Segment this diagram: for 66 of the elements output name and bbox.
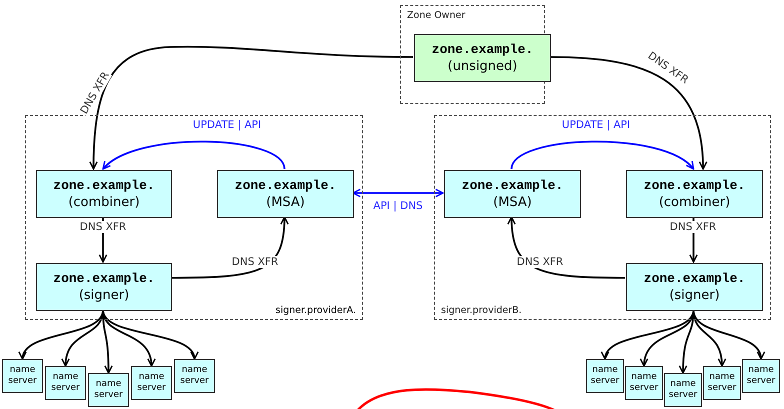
- server-label: name server: [706, 372, 738, 394]
- edge-label: DNS XFR: [516, 256, 564, 268]
- group-label: signer.providerA.: [276, 305, 356, 316]
- arrow: [550, 56, 708, 170]
- name-server-box: [2, 359, 43, 393]
- server-label: name server: [590, 365, 620, 387]
- arrow: [602, 310, 694, 360]
- zone-name: zone.example.: [644, 270, 746, 286]
- server-label: name server: [93, 379, 124, 401]
- name-server-box: [586, 359, 624, 393]
- zone-role: (combiner): [658, 194, 730, 210]
- server-label: name server: [668, 379, 698, 401]
- zone-role: (combiner): [68, 194, 140, 210]
- server-label: name server: [7, 365, 38, 387]
- zone-box: [626, 170, 763, 218]
- zone-role: (MSA): [266, 194, 305, 210]
- zone-box: [217, 170, 354, 218]
- zone-box: [414, 34, 551, 82]
- zone-role: (unsigned): [448, 58, 518, 74]
- zone-box: [36, 170, 172, 218]
- zone-box: [444, 170, 581, 218]
- group-label: signer.providerB.: [441, 305, 522, 316]
- edge-label: UPDATE | API: [560, 119, 632, 131]
- arrow: [692, 310, 764, 360]
- zone-box: [626, 263, 763, 311]
- zone-name: zone.example.: [53, 178, 155, 194]
- zone-name: zone.example.: [644, 178, 746, 194]
- name-server-box: [664, 373, 702, 407]
- arrow: [102, 310, 155, 367]
- zone-role: (MSA): [493, 194, 532, 210]
- arrow: [692, 310, 726, 367]
- edge-label: API | DNS: [372, 200, 424, 212]
- zone-name: zone.example.: [53, 270, 155, 286]
- arrow: [352, 188, 444, 198]
- zone-name: zone.example.: [234, 178, 336, 194]
- arrow: [20, 310, 104, 360]
- edge-label: UPDATE | API: [192, 119, 262, 131]
- arrow: [89, 46, 413, 170]
- server-label: name server: [136, 372, 167, 394]
- zone-role: (signer): [669, 286, 720, 304]
- arrow: [102, 140, 286, 170]
- zone-name: zone.example.: [462, 178, 564, 194]
- group-label: Zone Owner: [407, 10, 466, 21]
- dashed-group-frame: [25, 115, 363, 320]
- name-server-box: [625, 366, 663, 400]
- arrow: [510, 140, 694, 170]
- edge-label: DNS XFR: [230, 256, 280, 268]
- server-label: name server: [179, 365, 210, 387]
- name-server-box: [742, 359, 780, 393]
- dashed-group-frame: [434, 115, 771, 320]
- name-server-box: [703, 366, 741, 400]
- arrow: [508, 216, 625, 279]
- server-label: name server: [746, 365, 776, 387]
- arrow: [102, 310, 197, 360]
- name-server-box: [131, 366, 172, 400]
- edge-label: DNS XFR: [78, 221, 128, 233]
- server-label: name server: [628, 372, 660, 394]
- zone-name: zone.example.: [432, 42, 534, 58]
- name-server-box: [45, 366, 86, 400]
- name-server-box: [174, 359, 215, 393]
- edge-label: DNS XFR: [668, 221, 718, 233]
- zone-box: [36, 263, 172, 311]
- server-label: name server: [50, 372, 81, 394]
- arrow: [171, 216, 289, 279]
- name-server-box: [88, 373, 129, 407]
- zone-role: (signer): [78, 286, 130, 304]
